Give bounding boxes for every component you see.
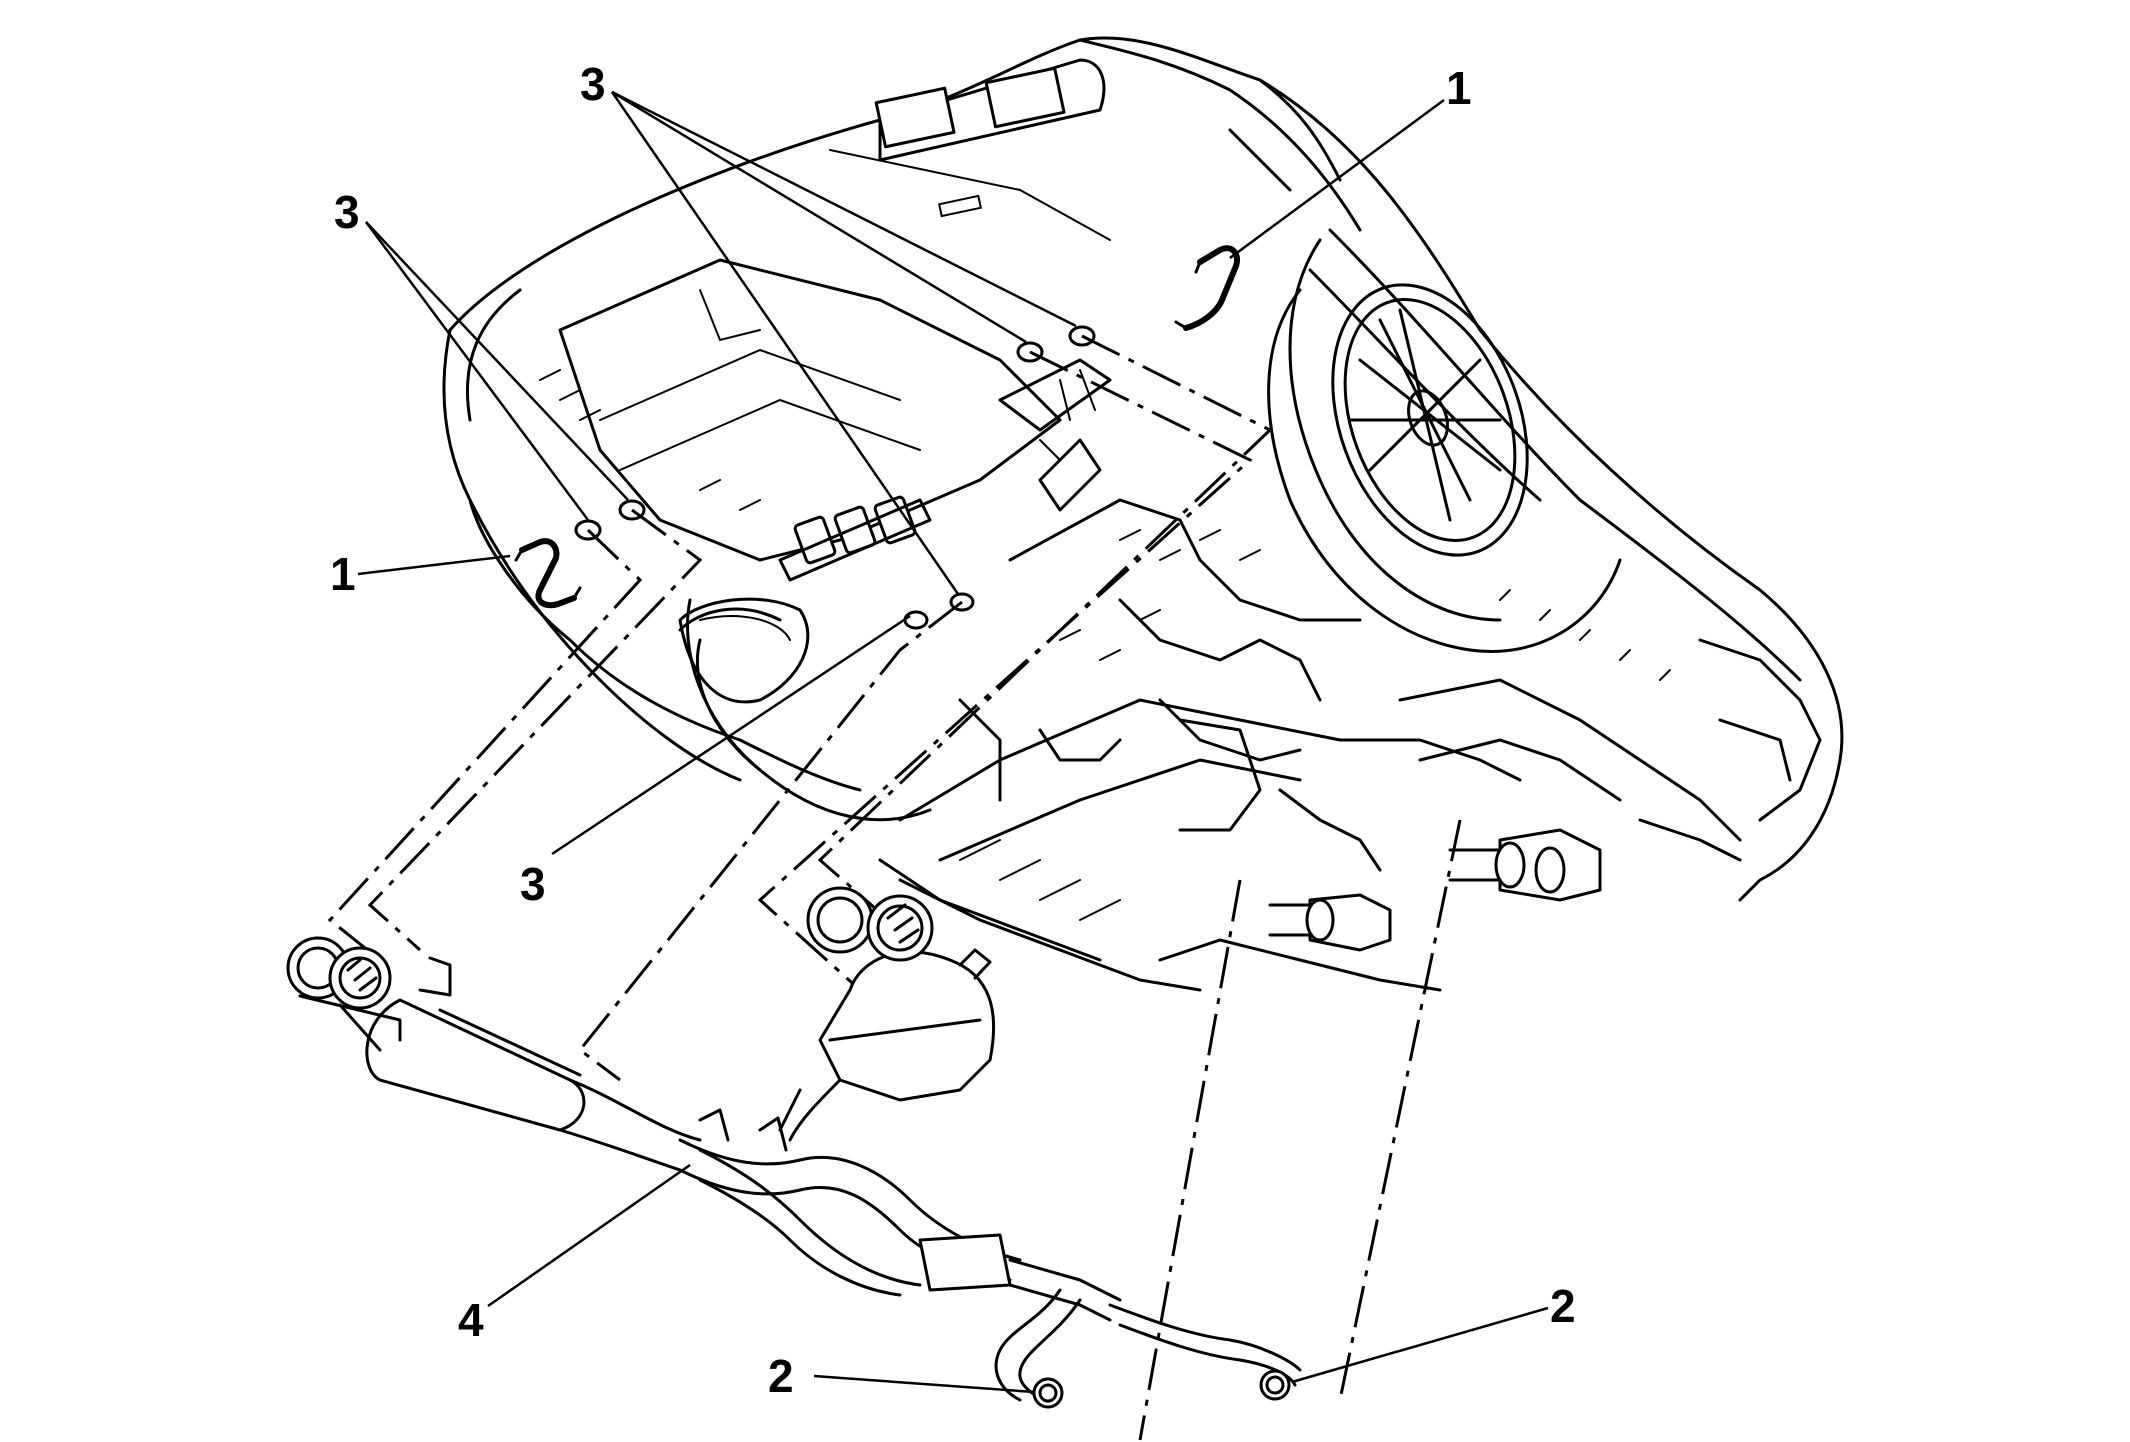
leader-lines — [357, 90, 1549, 1394]
callout-3-mid: 3 — [520, 858, 546, 910]
callout-3-topleft: 3 — [334, 186, 360, 238]
callout-3-top: 3 — [580, 58, 606, 110]
callout-4: 4 — [458, 1294, 484, 1346]
insulator-1-right — [1174, 245, 1240, 331]
catalytic-converter-right — [1448, 828, 1602, 902]
callout-1-left: 1 — [330, 548, 356, 600]
callout-2-bottom: 2 — [768, 1350, 794, 1402]
catalytic-converter-left — [1268, 893, 1392, 952]
hanger-bolt — [574, 325, 1096, 630]
callout-2-right: 2 — [1550, 1280, 1576, 1332]
exhaust-system-assembly — [286, 886, 1302, 1409]
vehicle-underbody — [442, 36, 1844, 992]
insulator-1-left — [514, 538, 582, 609]
callouts: 1 1 2 2 3 3 3 4 — [330, 58, 1576, 1402]
callout-1-top: 1 — [1446, 62, 1472, 114]
